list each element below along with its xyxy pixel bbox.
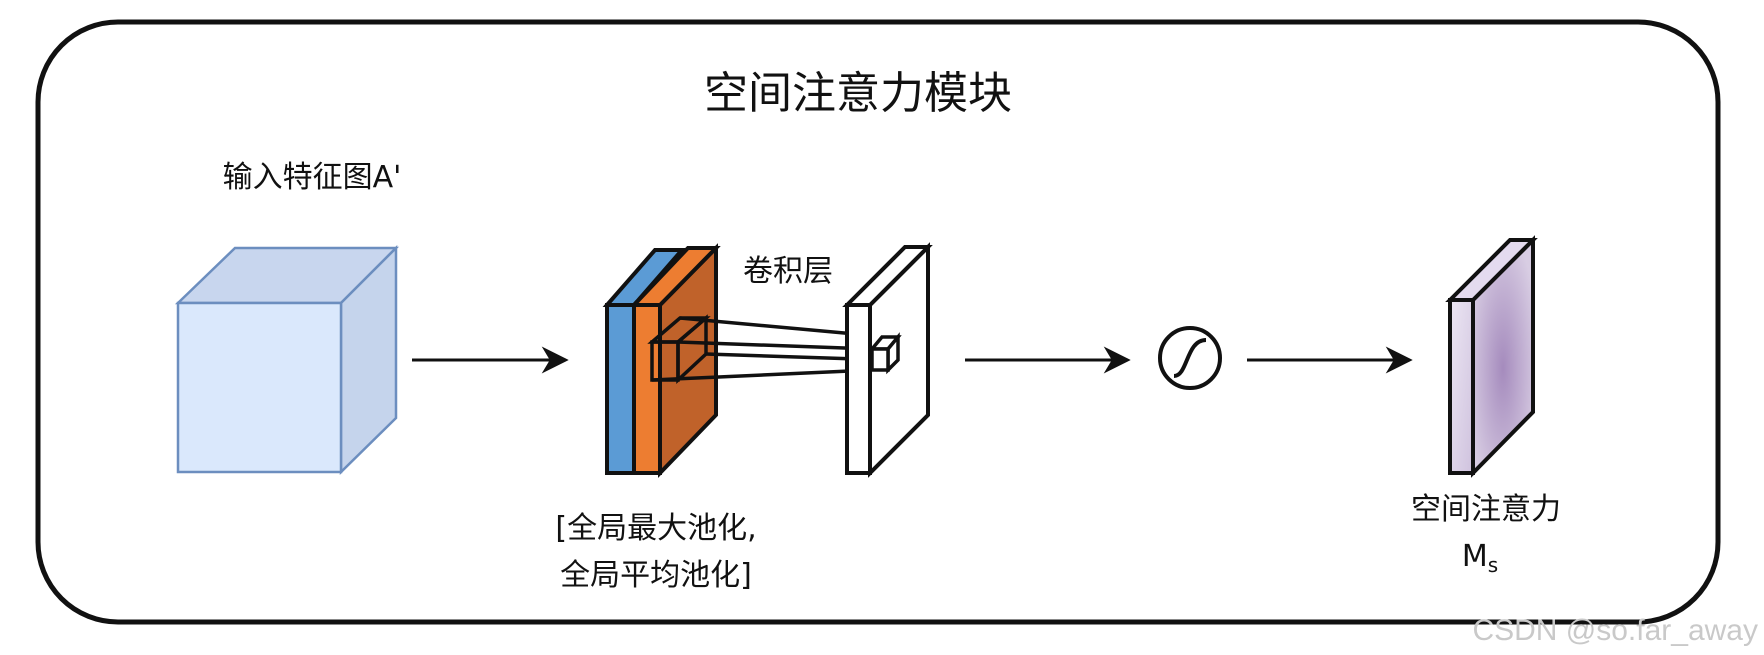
csdn-watermark: CSDN @so.far_away	[1472, 614, 1758, 647]
conv-target-cell	[868, 332, 902, 375]
conv-layer-label: 卷积层	[743, 254, 833, 289]
pool-avg-slab-front	[632, 303, 662, 475]
pool-label-line2: 全局平均池化]	[560, 558, 752, 593]
attention-map-front	[1448, 298, 1475, 475]
pool-max-slab-front	[605, 303, 636, 475]
input-feature-cube	[174, 244, 400, 475]
conv-output-slab	[842, 242, 933, 478]
sigmoid-icon	[1158, 326, 1222, 390]
pool-label-line1: [全局最大池化,	[555, 511, 756, 546]
spatial-attention-map	[1445, 235, 1538, 478]
input-cube-front	[176, 301, 343, 474]
pooled-feature-maps	[602, 243, 721, 478]
input-feature-label: 输入特征图A'	[223, 160, 402, 195]
output-label-symbol: Ms	[1462, 539, 1498, 577]
output-label-line1: 空间注意力	[1411, 492, 1561, 527]
output-symbol-main: M	[1462, 539, 1488, 574]
module-title: 空间注意力模块	[704, 68, 1012, 119]
conv-slab-front	[845, 303, 872, 475]
output-symbol-sub: s	[1488, 553, 1498, 577]
